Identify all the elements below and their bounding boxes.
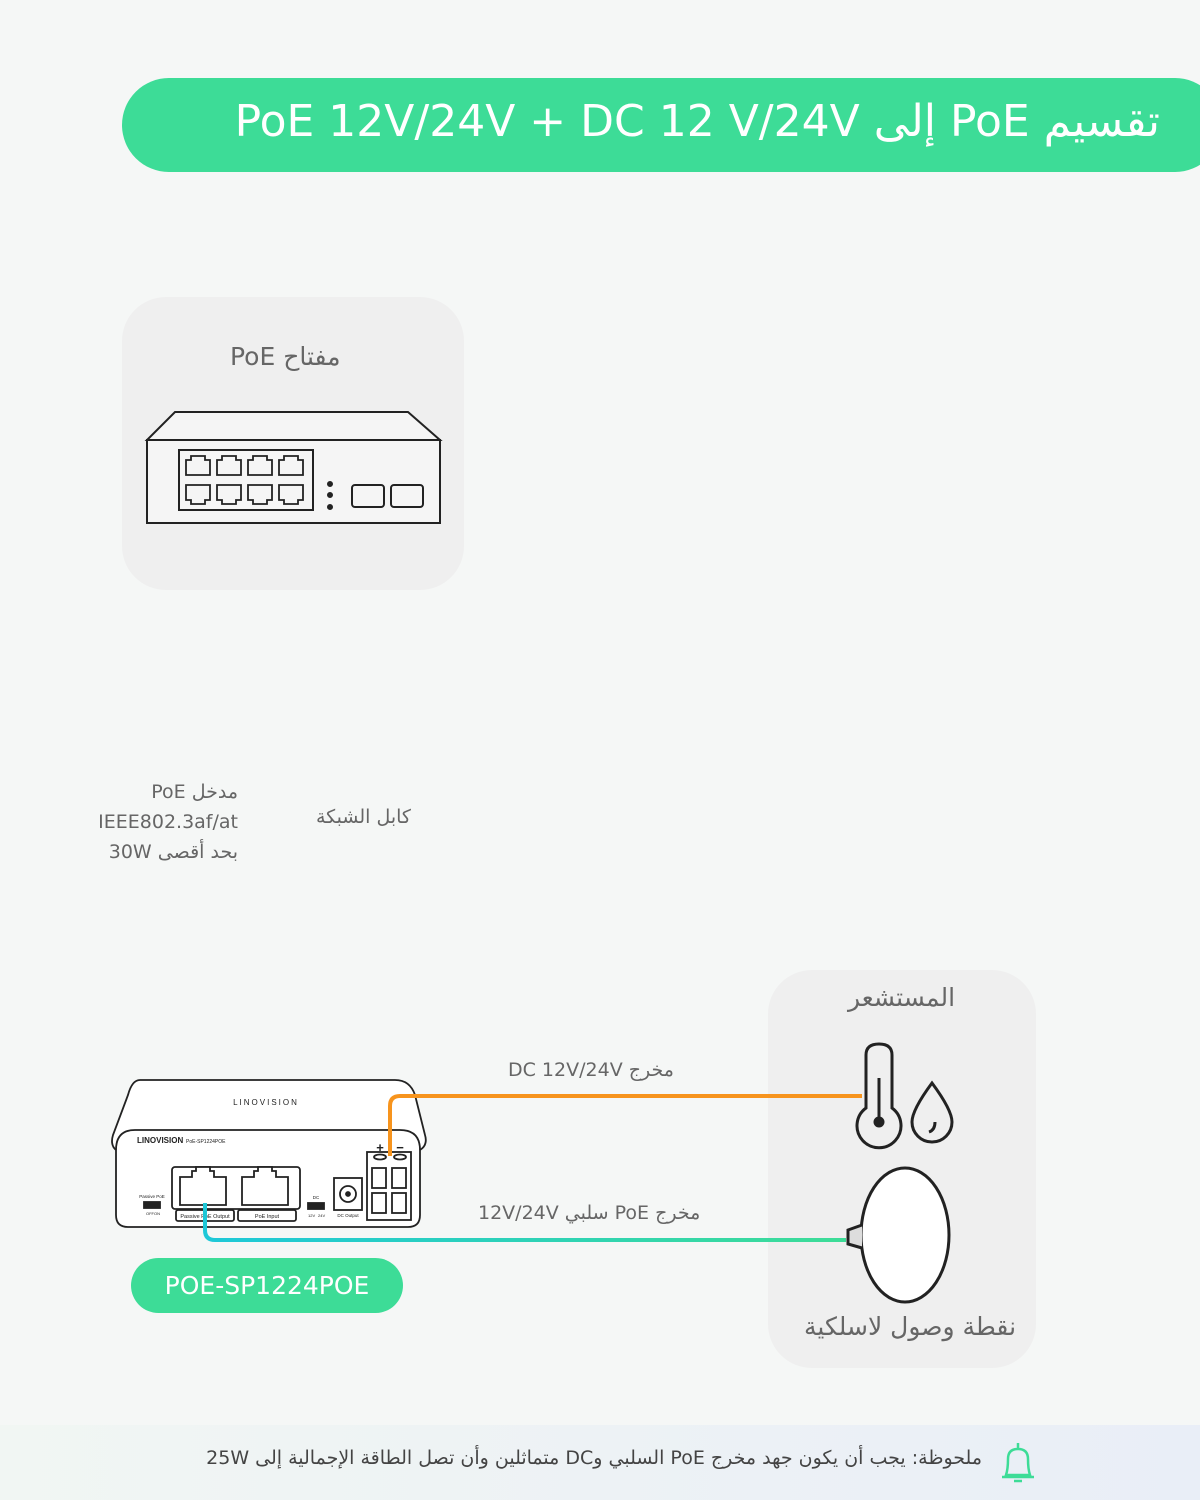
poe-input-line-1: مدخل PoE bbox=[151, 781, 238, 803]
network-cable-label: كابل الشبكة bbox=[316, 806, 411, 828]
dc-switch-12: 12V bbox=[308, 1213, 315, 1218]
thermometer-icon bbox=[855, 1042, 903, 1150]
passive-switch-label: Passive PoE bbox=[139, 1194, 165, 1199]
access-point-icon bbox=[846, 1166, 951, 1304]
access-point-label: نقطة وصول لاسلكية bbox=[804, 1312, 1017, 1341]
splitter-model-small: PoE-SP1224POE bbox=[186, 1139, 226, 1145]
dc-output-line bbox=[388, 1094, 862, 1156]
splitter-brand: LINOVISION bbox=[137, 1136, 183, 1145]
model-badge: POE-SP1224POE bbox=[131, 1258, 403, 1313]
bell-icon bbox=[1002, 1443, 1034, 1483]
humidity-drop-icon bbox=[910, 1080, 954, 1144]
poe-input-line-2: IEEE802.3af/at bbox=[98, 811, 238, 833]
terminal-plus: + bbox=[376, 1140, 384, 1155]
dc-output-text: مخرج DC 12V/24V bbox=[508, 1059, 674, 1081]
passive-poe-line bbox=[203, 1203, 846, 1242]
passive-switch-on: ON bbox=[154, 1211, 160, 1216]
dc-output-label: DC Output bbox=[337, 1213, 359, 1218]
dc-switch-label: DC bbox=[313, 1195, 320, 1200]
terminal-minus: − bbox=[396, 1140, 404, 1155]
dc-switch-24: 24V bbox=[318, 1213, 325, 1218]
page-title: تقسيم PoE إلى PoE 12V/24V + DC 12 V/24V bbox=[234, 96, 1160, 147]
passive-switch-off: OFF bbox=[146, 1211, 155, 1216]
title-banner: تقسيم PoE إلى PoE 12V/24V + DC 12 V/24V bbox=[122, 78, 1200, 172]
port-label-input: PoE Input bbox=[255, 1214, 280, 1220]
poe-switch-label: مفتاح PoE bbox=[230, 342, 341, 371]
sensor-label: المستشعر bbox=[848, 983, 956, 1012]
poe-switch-icon bbox=[144, 411, 443, 524]
note-text: ملحوظة: يجب أن يكون جهد مخرج PoE السلبي … bbox=[206, 1447, 982, 1469]
poe-input-line-3: بحد أقصى 30W bbox=[108, 841, 238, 863]
poe-input-label: مدخل PoE IEEE802.3af/at بحد أقصى 30W bbox=[88, 777, 238, 867]
note-bar: ملحوظة: يجب أن يكون جهد مخرج PoE السلبي … bbox=[0, 1425, 1200, 1500]
passive-output-text: مخرج PoE سلبي 12V/24V bbox=[478, 1202, 701, 1224]
